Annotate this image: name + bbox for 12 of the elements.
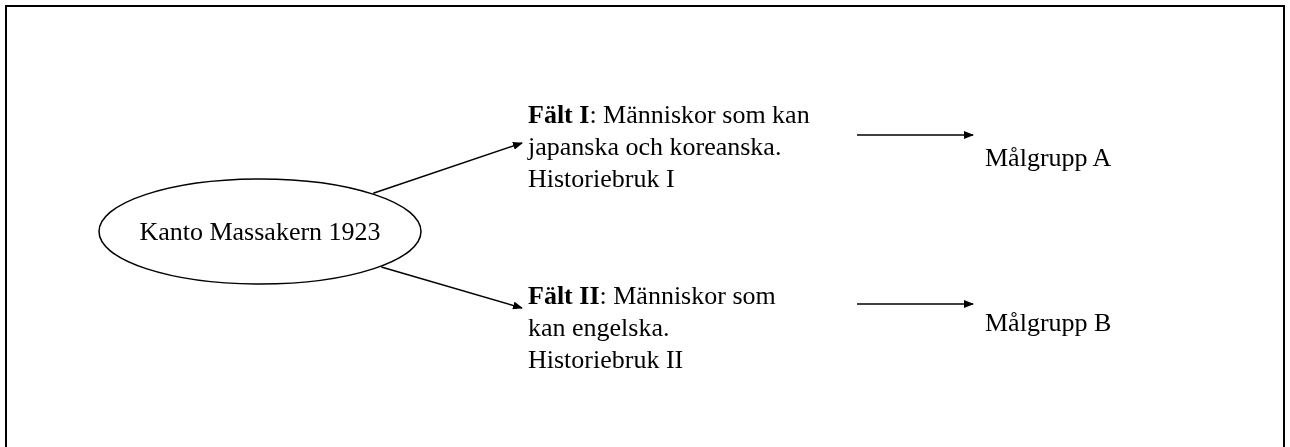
arrow: [380, 266, 523, 310]
node-text: Fält I: Människor som kan japanska och koreanska.: [528, 99, 811, 163]
node-text: Målgrupp B: [985, 307, 1113, 339]
node-text: Fält II: Människor som kan engelska.: [528, 280, 777, 344]
node-label: Kanto Massakern 1923: [139, 215, 381, 248]
node-text: Historiebruk I: [528, 163, 676, 195]
arrow: [856, 131, 974, 139]
ellipse-node: [98, 178, 422, 285]
node-text: Historiebruk II: [528, 344, 685, 376]
arrow: [372, 142, 523, 194]
node-text: Målgrupp A: [985, 142, 1113, 174]
arrow: [856, 300, 974, 308]
